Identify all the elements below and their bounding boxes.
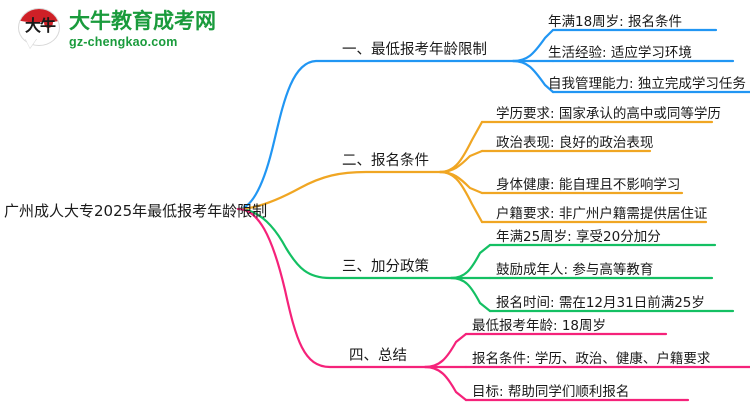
mindmap-leaf-1-2[interactable]: 生活经验: 适应学习环境: [548, 45, 692, 61]
logo-mark-text: 大牛: [24, 16, 56, 35]
mindmap-root-label[interactable]: 广州成人大专2025年最低报考年龄限制: [4, 202, 268, 220]
mindmap-leaf-2-3[interactable]: 身体健康: 能自理且不影响学习: [496, 177, 681, 193]
mindmap-leaf-1-1[interactable]: 年满18周岁: 报名条件: [548, 14, 683, 30]
logo-subtitle: gz-chengkao.com: [69, 35, 178, 50]
mindmap-leaf-2-1[interactable]: 学历要求: 国家承认的高中或同等学历: [496, 106, 721, 122]
logo-title: 大牛教育成考网: [69, 9, 216, 34]
mindmap-leaf-2-2[interactable]: 政治表现: 良好的政治表现: [496, 135, 654, 151]
logo-bubble-tail: [25, 38, 37, 48]
mindmap-branch-4-label[interactable]: 四、总结: [349, 348, 407, 364]
mindmap-leaf-1-3[interactable]: 自我管理能力: 独立完成学习任务: [548, 76, 746, 92]
mindmap-branch-2-label[interactable]: 二、报名条件: [342, 153, 429, 169]
logo-bubble-icon: 大牛: [18, 8, 62, 52]
mindmap-branch-3-label[interactable]: 三、加分政策: [342, 259, 429, 275]
mindmap-branch-1-label[interactable]: 一、最低报考年龄限制: [342, 42, 487, 58]
mindmap-leaf-3-3[interactable]: 报名时间: 需在12月31日前满25岁: [496, 295, 705, 311]
mindmap-leaf-4-2[interactable]: 报名条件: 学历、政治、健康、户籍要求: [472, 351, 711, 367]
mindmap-leaf-3-2[interactable]: 鼓励成年人: 参与高等教育: [496, 262, 654, 278]
mindmap-leaf-4-1[interactable]: 最低报考年龄: 18周岁: [472, 318, 607, 334]
mindmap-leaf-2-4[interactable]: 户籍要求: 非广州户籍需提供居住证: [496, 206, 708, 222]
mindmap-leaf-4-3[interactable]: 目标: 帮助同学们顺利报名: [472, 384, 630, 400]
logo-red-dot: [44, 17, 53, 28]
mindmap-leaf-3-1[interactable]: 年满25周岁: 享受20分加分: [496, 229, 661, 245]
site-logo: 大牛 大牛教育成考网 gz-chengkao.com: [18, 8, 216, 52]
